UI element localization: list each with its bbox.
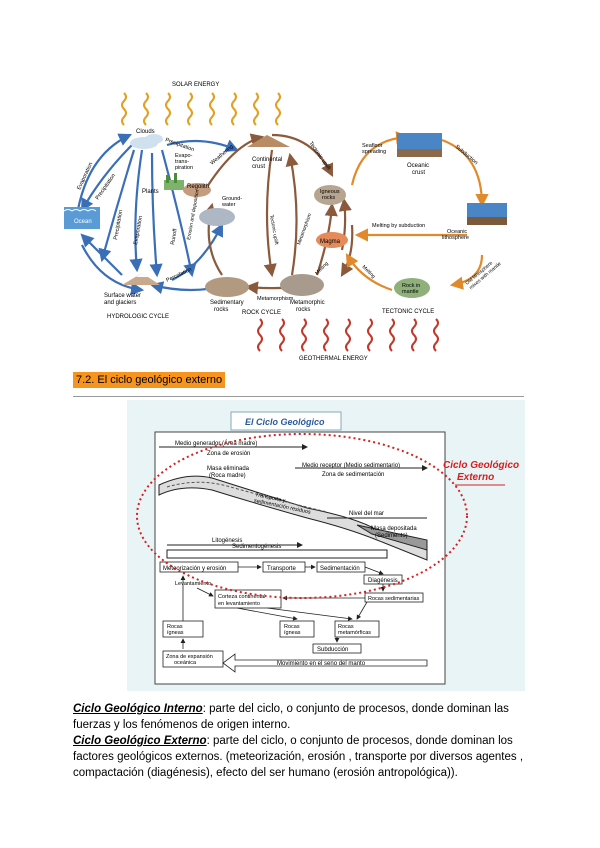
flow-arrows [180, 564, 386, 649]
clouds-icon [130, 134, 163, 149]
process-boxes [159, 561, 424, 668]
oceanic-crust-icon [397, 133, 442, 157]
masa-depositada-label: Masa depositada(Sedimento) [371, 526, 417, 539]
external-cycle-diagram: El Ciclo Geológico Medio generador (Área… [127, 400, 525, 691]
tectonic-uplift-label: Tectonic uplift [307, 141, 331, 172]
sedimentary-rocks-icon [205, 277, 249, 297]
solar-rays [121, 92, 281, 126]
melting-label-1: Melting [314, 261, 330, 277]
plants-icon [164, 173, 184, 190]
geologic-cycles-diagram: SOLAR ENERGY GEOTHERMAL ENERGY Clouds Pr… [63, 82, 507, 362]
magma-icon [316, 232, 348, 248]
melting-by-subduction-label: Melting by subduction [372, 223, 425, 229]
sedimentogenesis-label: Sedimentogénesis [232, 544, 281, 550]
medio-receptor-label: Medio receptor (Medio sedimentario) [302, 463, 400, 469]
subduccion-label: Subducción [317, 647, 348, 653]
groundwater-label: Ground-water [221, 196, 242, 208]
title-box [230, 411, 342, 431]
evapotranspiration-label: Evapo-trans-piration [175, 153, 193, 171]
groundwater-icon [199, 208, 235, 226]
geothermal-energy-label: GEOTHERMAL ENERGY [299, 356, 368, 362]
sedimentacion-label: Sedimentación [320, 566, 360, 572]
geothermal-rays [257, 318, 439, 352]
zona-erosion-label: Zona de erosión [207, 451, 250, 457]
metamorphism-label-1: Metamorphism [257, 296, 294, 302]
metamorphism-label-2: Metamorphism [296, 213, 313, 246]
runoff-label: Runoff [170, 228, 179, 245]
transporte-label: Transporte [267, 566, 296, 572]
solar-energy-label: SOLAR ENERGY [172, 82, 219, 88]
divider [73, 396, 524, 397]
movimiento-label: Movimiento en el seno del manto [277, 661, 366, 667]
externo-text: : parte del ciclo, o conjunto de proceso… [73, 735, 524, 779]
terrain-profile [158, 475, 428, 561]
figure-title: El Ciclo Geológico [245, 417, 325, 427]
hydrologic-arrows [75, 133, 240, 296]
diagenesis-label: Diagénesis [368, 578, 398, 584]
precipitation-label-2: Precipitation [95, 173, 117, 201]
genesis-arrows [166, 542, 388, 559]
nivel-mar-label: Nivel del mar [349, 511, 384, 517]
regolith-icon [183, 183, 211, 197]
interno-text: : parte del ciclo, o conjunto de proceso… [73, 703, 509, 731]
metamorphic-rocks-icon [280, 274, 324, 296]
old-lithosphere-label: Old lithospheremixes with mantle [464, 256, 502, 291]
continental-crust-icon [247, 135, 290, 147]
masa-eliminada-label: Masa eliminada(Roca madre) [207, 466, 250, 479]
evaporation-label-2: Evaporation [133, 215, 144, 245]
regolith-label: Regolith [187, 184, 209, 190]
igneous-rocks-icon [314, 185, 346, 205]
rock-in-mantle-icon [394, 278, 430, 298]
precipitation-label-3: Precipitation [113, 209, 124, 240]
levantamiento-label: Levantamiento [175, 581, 211, 587]
medio-generador-label: Medio generador (Área madre) [175, 440, 257, 447]
plants-label: Plants [142, 189, 159, 195]
externo-term: Ciclo Geológico Externo [73, 735, 207, 747]
erosion-deposition-label: Erosion and deposition [186, 189, 201, 240]
zona-sedimentacion-label: Zona de sedimentación [322, 472, 384, 478]
surface-water-icon [122, 273, 160, 285]
ocean-label: Ocean [74, 219, 92, 225]
subduction-label: Subduction [454, 144, 479, 166]
tectonic-uplift-label-2: Tectonic uplift [268, 214, 279, 245]
section-heading: 7.2. El ciclo geológico externo [73, 372, 226, 388]
ocean-icon [63, 207, 100, 229]
rock-cycle-arrows [201, 133, 354, 295]
movimiento-arrow [222, 653, 428, 673]
descriptions: Ciclo Geológico Interno: parte del ciclo… [73, 701, 533, 781]
rock-cycle-label: ROCK CYCLE [242, 310, 281, 316]
meteorizacion-label: Meteorización y erosión [163, 566, 226, 572]
magma-label: Magma [320, 239, 341, 245]
hydrologic-cycle-label: HYDROLOGIC CYCLE [107, 314, 169, 320]
external-cycle-highlight [136, 433, 468, 599]
interno-term: Ciclo Geológico Interno [73, 703, 203, 715]
interno-description: Ciclo Geológico Interno: parte del ciclo… [73, 701, 533, 733]
zone-arrows [159, 444, 428, 471]
oceanic-lithosphere-icon [467, 203, 507, 225]
tectonic-cycle-label: TECTONIC CYCLE [382, 309, 434, 315]
externo-description: Ciclo Geológico Externo: parte del ciclo… [73, 733, 533, 781]
clouds-label: Clouds [136, 129, 155, 135]
percolation-label: Percolation [165, 267, 192, 284]
rocas-sedimentarias-label: Rocas sedimentarias [368, 596, 420, 602]
litogenesis-label: Litogénesis [212, 538, 242, 544]
